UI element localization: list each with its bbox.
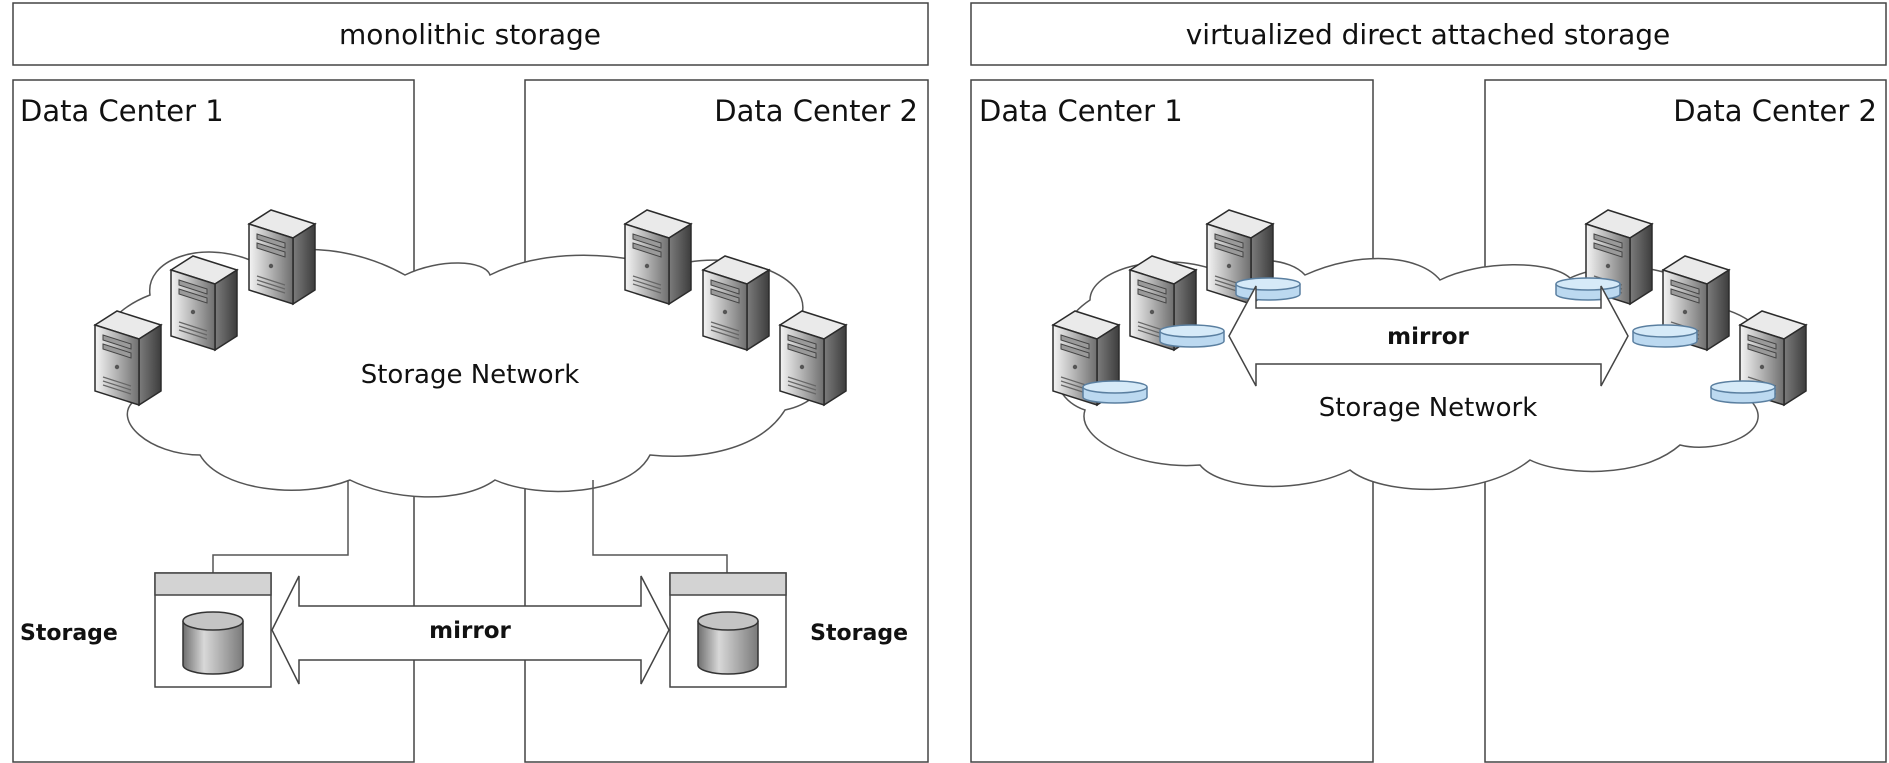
connector-line xyxy=(592,480,728,573)
panel-title-box xyxy=(12,2,929,66)
datacenter-2-label: Data Center 2 xyxy=(714,94,918,128)
server-icon xyxy=(94,310,162,406)
panel-title: monolithic storage xyxy=(339,18,601,51)
server-icon xyxy=(170,255,238,351)
disk-icon xyxy=(1710,380,1776,404)
mirror-arrow xyxy=(1228,285,1629,387)
server-icon xyxy=(248,209,316,305)
panel-title: virtualized direct attached storage xyxy=(1186,18,1671,51)
storage-network-cloud xyxy=(98,248,832,498)
server-icon xyxy=(624,209,692,305)
storage-label-right: Storage xyxy=(810,621,908,646)
mirror-label: mirror xyxy=(429,618,511,644)
storage-network-label: Storage Network xyxy=(1319,393,1538,423)
storage-array-icon xyxy=(669,572,787,688)
panel-monolithic: monolithic storage Data Center 1 Data Ce… xyxy=(12,2,929,763)
datacenter-1-label: Data Center 1 xyxy=(20,94,224,128)
server-icon xyxy=(702,255,770,351)
mirror-label: mirror xyxy=(1387,324,1469,350)
storage-label-left: Storage xyxy=(20,621,118,646)
disk-icon xyxy=(1632,324,1698,348)
disk-icon xyxy=(1235,277,1301,301)
storage-array-icon xyxy=(154,572,272,688)
datacenter-1-label: Data Center 1 xyxy=(979,94,1183,128)
panel-virtualized: virtualized direct attached storage Data… xyxy=(970,2,1887,763)
storage-network-label: Storage Network xyxy=(361,360,580,390)
disk-icon xyxy=(1555,277,1621,301)
disk-icon xyxy=(1159,324,1225,348)
panel-title-box xyxy=(970,2,1887,66)
datacenter-2-label: Data Center 2 xyxy=(1673,94,1877,128)
mirror-arrow xyxy=(271,575,670,685)
disk-icon xyxy=(1082,380,1148,404)
connector-line xyxy=(212,480,349,573)
server-icon xyxy=(779,310,847,406)
